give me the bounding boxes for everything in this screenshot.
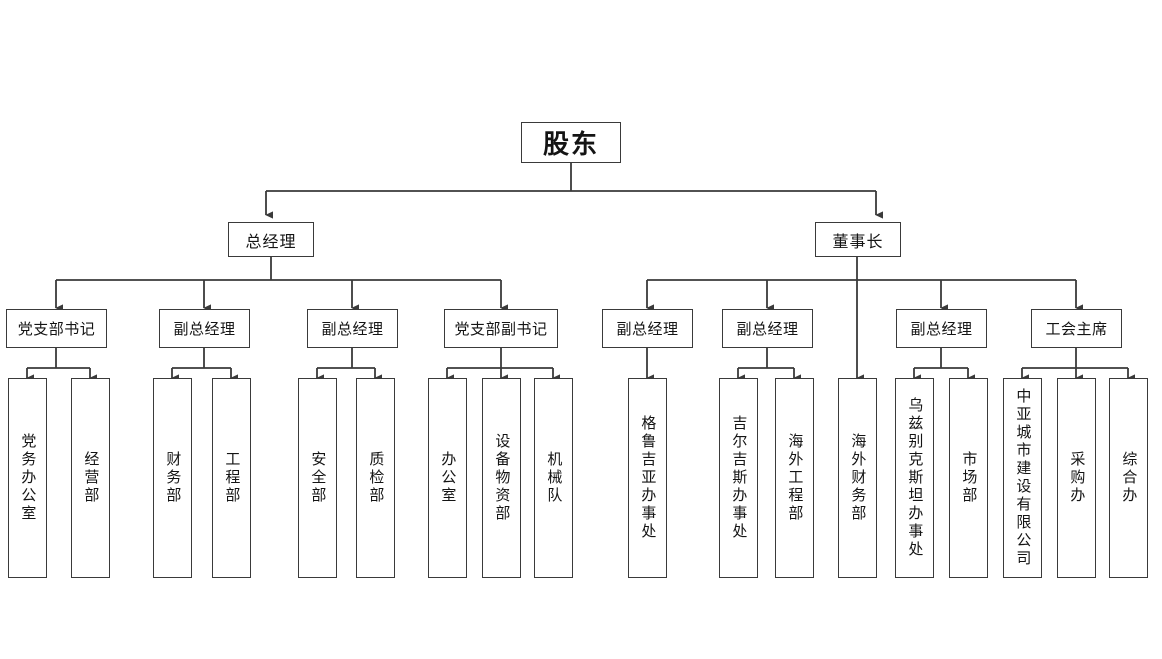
node-label: 党支部副书记 xyxy=(454,321,548,338)
node-label: 海外工程部 xyxy=(786,433,804,523)
node-level3-5[interactable]: 副总经理 xyxy=(722,309,813,348)
node-label: 办公室 xyxy=(439,451,457,505)
node-leaf-10[interactable]: 吉尔吉斯办事处 xyxy=(719,378,758,578)
node-label: 吉尔吉斯办事处 xyxy=(730,415,748,541)
node-leaf-5[interactable]: 质检部 xyxy=(356,378,395,578)
node-level3-0[interactable]: 党支部书记 xyxy=(6,309,107,348)
node-leaf-12[interactable]: 海外财务部 xyxy=(838,378,877,578)
node-leaf-6[interactable]: 办公室 xyxy=(428,378,467,578)
node-root[interactable]: 股东 xyxy=(521,122,621,163)
node-leaf-4[interactable]: 安全部 xyxy=(298,378,337,578)
node-label: 设备物资部 xyxy=(493,433,511,523)
node-label: 机械队 xyxy=(545,451,563,505)
node-label: 总经理 xyxy=(245,233,297,251)
node-level2-general-manager[interactable]: 总经理 xyxy=(228,222,314,257)
node-label: 副总经理 xyxy=(736,321,799,338)
node-label: 海外财务部 xyxy=(849,433,867,523)
node-label: 经营部 xyxy=(82,451,100,505)
node-label: 乌兹别克斯坦办事处 xyxy=(906,397,924,559)
node-label: 党务办公室 xyxy=(19,433,37,523)
node-label: 副总经理 xyxy=(321,321,384,338)
node-leaf-8[interactable]: 机械队 xyxy=(534,378,573,578)
node-leaf-9[interactable]: 格鲁吉亚办事处 xyxy=(628,378,667,578)
node-label: 市场部 xyxy=(960,451,978,505)
node-leaf-14[interactable]: 市场部 xyxy=(949,378,988,578)
node-label: 股东 xyxy=(542,129,599,159)
node-level3-1[interactable]: 副总经理 xyxy=(159,309,250,348)
node-label: 副总经理 xyxy=(910,321,973,338)
node-label: 安全部 xyxy=(309,451,327,505)
node-leaf-7[interactable]: 设备物资部 xyxy=(482,378,521,578)
node-leaf-3[interactable]: 工程部 xyxy=(212,378,251,578)
node-leaf-11[interactable]: 海外工程部 xyxy=(775,378,814,578)
node-leaf-1[interactable]: 经营部 xyxy=(71,378,110,578)
node-label: 董事长 xyxy=(832,233,884,251)
node-label: 党支部书记 xyxy=(17,321,96,338)
node-level3-4[interactable]: 副总经理 xyxy=(602,309,693,348)
node-leaf-13[interactable]: 乌兹别克斯坦办事处 xyxy=(895,378,934,578)
node-label: 中亚城市建设有限公司 xyxy=(1014,388,1032,568)
node-level3-2[interactable]: 副总经理 xyxy=(307,309,398,348)
node-level3-3[interactable]: 党支部副书记 xyxy=(444,309,558,348)
node-label: 质检部 xyxy=(367,451,385,505)
node-label: 格鲁吉亚办事处 xyxy=(639,415,657,541)
node-leaf-0[interactable]: 党务办公室 xyxy=(8,378,47,578)
node-label: 采购办 xyxy=(1068,451,1086,505)
node-level2-chairman[interactable]: 董事长 xyxy=(815,222,901,257)
node-leaf-2[interactable]: 财务部 xyxy=(153,378,192,578)
node-label: 副总经理 xyxy=(616,321,679,338)
node-label: 财务部 xyxy=(164,451,182,505)
node-leaf-17[interactable]: 综合办 xyxy=(1109,378,1148,578)
node-leaf-15[interactable]: 中亚城市建设有限公司 xyxy=(1003,378,1042,578)
node-label: 副总经理 xyxy=(173,321,236,338)
node-leaf-16[interactable]: 采购办 xyxy=(1057,378,1096,578)
node-label: 综合办 xyxy=(1120,451,1138,505)
node-label: 工会主席 xyxy=(1045,321,1108,338)
node-level3-7[interactable]: 工会主席 xyxy=(1031,309,1122,348)
node-level3-6[interactable]: 副总经理 xyxy=(896,309,987,348)
node-label: 工程部 xyxy=(223,451,241,505)
